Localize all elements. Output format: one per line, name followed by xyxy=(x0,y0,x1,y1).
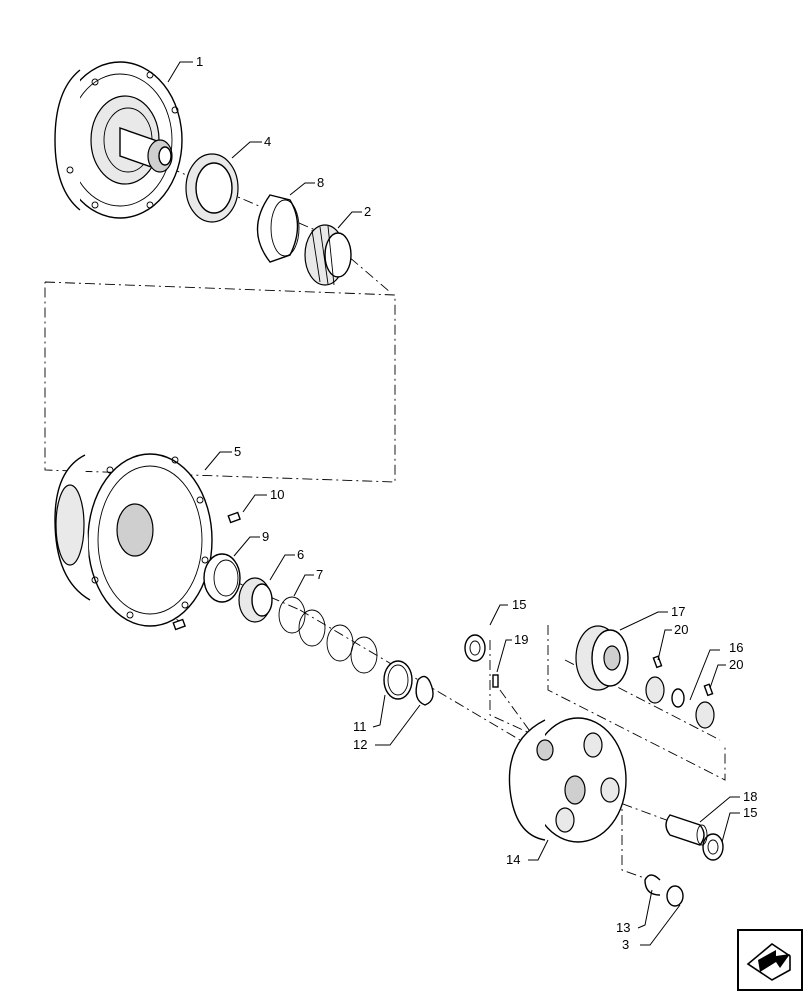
part-5-housing xyxy=(54,453,213,627)
part-19-pin xyxy=(492,674,499,688)
part-1-hub-spindle xyxy=(54,61,183,219)
part-8-bearing-cup xyxy=(256,194,300,263)
callout-11: 11 xyxy=(353,719,367,734)
callout-20-upper: 20 xyxy=(674,622,688,637)
callout-2: 2 xyxy=(364,204,371,219)
callout-18: 18 xyxy=(743,789,757,804)
part-17-planet-gear xyxy=(575,625,629,691)
leader-lines xyxy=(167,61,740,946)
callout-14: 14 xyxy=(506,852,520,867)
callout-12: 12 xyxy=(353,737,367,752)
callout-1: 1 xyxy=(196,54,203,69)
part-16-needle-bearing xyxy=(645,655,715,729)
callout-15-lower: 15 xyxy=(743,805,757,820)
part-13-snap-ring xyxy=(644,874,661,896)
part-14-planet-carrier xyxy=(508,717,627,843)
callout-4: 4 xyxy=(264,134,271,149)
part-11-12-rings xyxy=(383,660,434,706)
part-2-tapered-bearing xyxy=(304,224,352,286)
part-9-bearing-cup xyxy=(203,553,241,603)
callout-9: 9 xyxy=(262,529,269,544)
callout-15-upper: 15 xyxy=(512,597,526,612)
part-15-thrust-washer xyxy=(464,634,724,861)
part-6-bearing xyxy=(238,577,273,623)
next-page-arrow-icon[interactable] xyxy=(737,929,803,991)
callout-20-lower: 20 xyxy=(729,657,743,672)
part-3-plug xyxy=(666,885,684,907)
callout-5: 5 xyxy=(234,444,241,459)
part-18-planet-shaft xyxy=(665,814,708,846)
callout-3: 3 xyxy=(622,937,629,952)
callout-10: 10 xyxy=(270,487,284,502)
part-7-shims xyxy=(278,596,378,674)
callout-16: 16 xyxy=(729,640,743,655)
part-10-pin xyxy=(172,511,241,631)
callout-19: 19 xyxy=(514,632,528,647)
callout-6: 6 xyxy=(297,547,304,562)
callout-13: 13 xyxy=(616,920,630,935)
part-4-seal xyxy=(185,153,239,223)
callout-17: 17 xyxy=(671,604,685,619)
callout-8: 8 xyxy=(317,175,324,190)
callout-7: 7 xyxy=(316,567,323,582)
callout-labels: 1 2 3 4 5 6 7 8 9 10 11 12 13 14 15 15 1… xyxy=(196,54,757,952)
